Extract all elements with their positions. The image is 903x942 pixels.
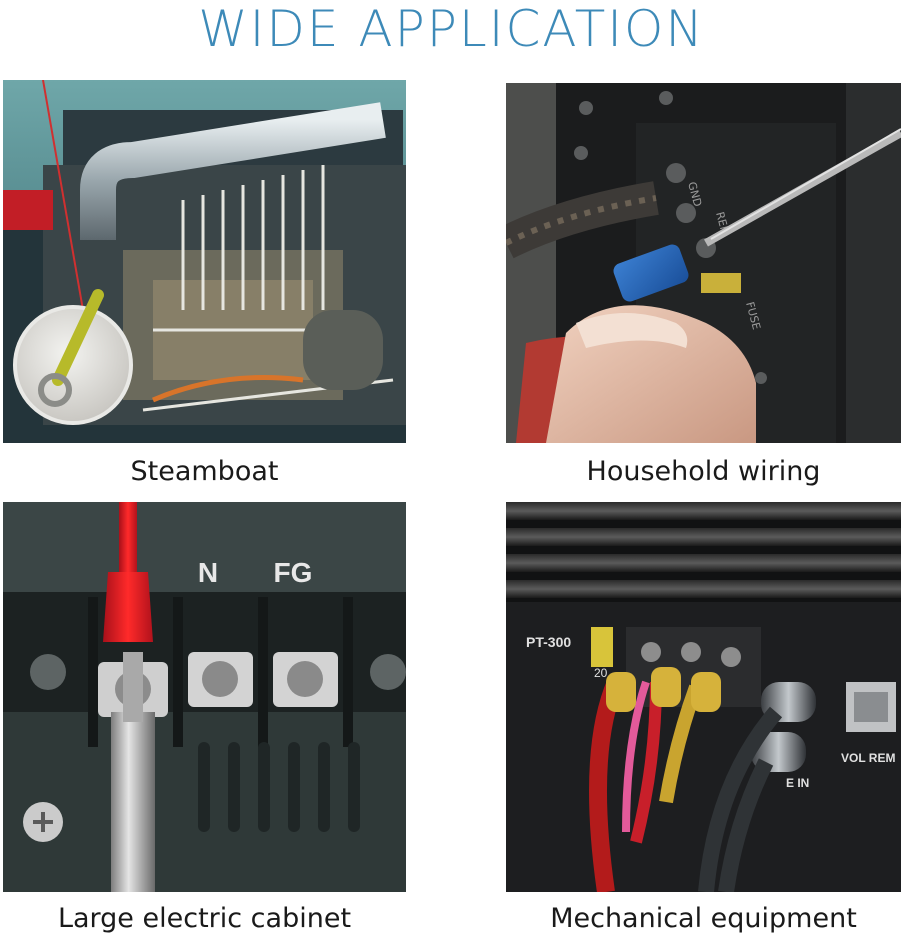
- terminal-fg-label: FG: [274, 557, 313, 588]
- caption-large-electric-cabinet: Large electric cabinet: [57, 903, 352, 934]
- mechanical-equipment-image: PT-300 20 VOL REM E IN: [506, 502, 901, 892]
- engine-photo-icon: [3, 80, 406, 443]
- steamboat-engine-image: [3, 80, 406, 443]
- fuse-value-label: 20: [594, 666, 608, 680]
- page-title: WIDE APPLICATION: [198, 0, 705, 58]
- caption-mechanical-equipment: Mechanical equipment: [550, 903, 857, 934]
- terminal-block-photo-icon: N FG: [3, 502, 406, 892]
- car-amplifier-photo-icon: PT-300 20 VOL REM E IN: [506, 502, 901, 892]
- household-wiring-image: GND REM FUSE: [506, 83, 901, 443]
- pt-300-label: PT-300: [526, 634, 571, 650]
- caption-household-wiring: Household wiring: [586, 456, 821, 487]
- vol-rem-label: VOL REM: [841, 751, 895, 765]
- electric-cabinet-image: N FG: [3, 502, 406, 892]
- caption-steamboat: Steamboat: [130, 456, 279, 487]
- amplifier-wiring-photo-icon: GND REM FUSE: [506, 83, 901, 443]
- line-in-label: E IN: [786, 776, 809, 790]
- terminal-n-label: N: [198, 557, 218, 588]
- gnd-label: GND: [685, 180, 704, 208]
